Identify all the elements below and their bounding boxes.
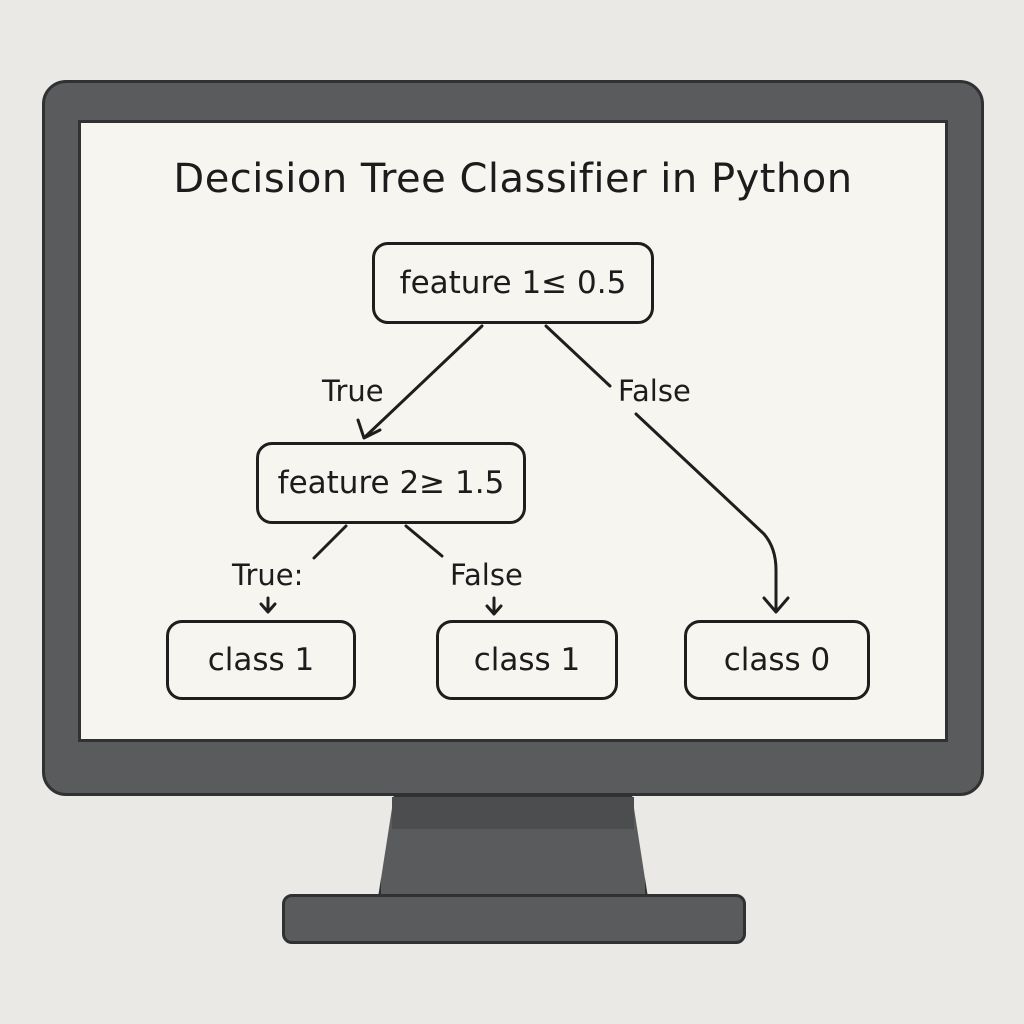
edge-label-root-true: True [322, 374, 384, 408]
edge-root-true [364, 324, 484, 438]
edge-left-false [404, 524, 444, 558]
edge-label-root-false: False [618, 374, 691, 408]
leaf-node-class-1-right: class 1 [436, 620, 618, 700]
monitor-neck-shadow [392, 797, 634, 829]
arrowhead-left-false [485, 604, 503, 616]
edge-label-left-false: False [450, 558, 523, 592]
edge-label-left-true: True: [232, 558, 304, 592]
edge-root-false [544, 324, 612, 388]
diagram-title: Decision Tree Classifier in Python [173, 156, 853, 202]
arrowhead-root-false [762, 596, 790, 614]
edge-root-false-lower [634, 412, 778, 610]
arrowhead-left-true [259, 602, 277, 614]
root-node: feature 1≤ 0.5 [372, 242, 654, 324]
leaf-node-class-1-left: class 1 [166, 620, 356, 700]
arrowhead-root-true [356, 418, 382, 440]
decision-node-feature-2: feature 2≥ 1.5 [256, 442, 526, 524]
monitor-stand-base [282, 894, 746, 944]
edge-left-true [312, 524, 348, 560]
leaf-node-class-0: class 0 [684, 620, 870, 700]
